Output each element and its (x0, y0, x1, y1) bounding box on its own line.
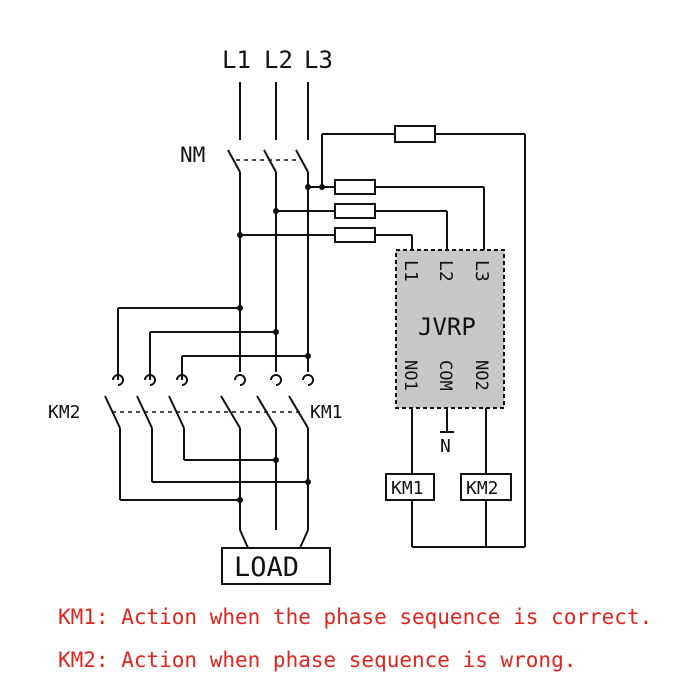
relay-terminal-no2: NO2 (471, 360, 491, 391)
km2-feed-wiring (117, 307, 308, 380)
load-label: LOAD (234, 552, 299, 583)
coil-km1-label: KM1 (391, 478, 424, 499)
fuse-l1 (334, 227, 376, 243)
coil-km2 (460, 473, 512, 501)
line-label-l3: L3 (304, 46, 333, 74)
relay-terminal-no1: NO1 (400, 360, 420, 391)
line-label-l1: L1 (222, 46, 251, 74)
neutral-label: N (440, 436, 451, 457)
relay-terminal-com: COM (435, 360, 455, 391)
junction-dots (237, 184, 325, 503)
coil-km2-label: KM2 (466, 478, 499, 499)
coil-wiring (411, 408, 525, 548)
fuse-l2 (334, 203, 376, 219)
fuse-top (394, 125, 436, 143)
coil-km1 (385, 473, 435, 501)
load-wiring (119, 428, 309, 549)
relay-name: JVRP (418, 313, 476, 341)
line-label-l2: L2 (264, 46, 293, 74)
km2-label: KM2 (48, 402, 81, 423)
fuse-l3 (334, 179, 376, 195)
relay-box (395, 249, 505, 409)
contactor-contacts (104, 374, 314, 429)
note-km1: KM1: Action when the phase sequence is c… (58, 605, 653, 629)
relay-terminal-l2: L2 (435, 260, 456, 282)
relay-terminal-l3: L3 (471, 260, 492, 282)
relay-terminal-l1: L1 (400, 260, 421, 282)
load-box (221, 547, 331, 585)
breaker-label: NM (180, 143, 205, 167)
note-km2: KM2: Action when phase sequence is wrong… (58, 648, 577, 672)
breaker-switch (227, 82, 309, 173)
km1-label: KM1 (310, 402, 343, 423)
